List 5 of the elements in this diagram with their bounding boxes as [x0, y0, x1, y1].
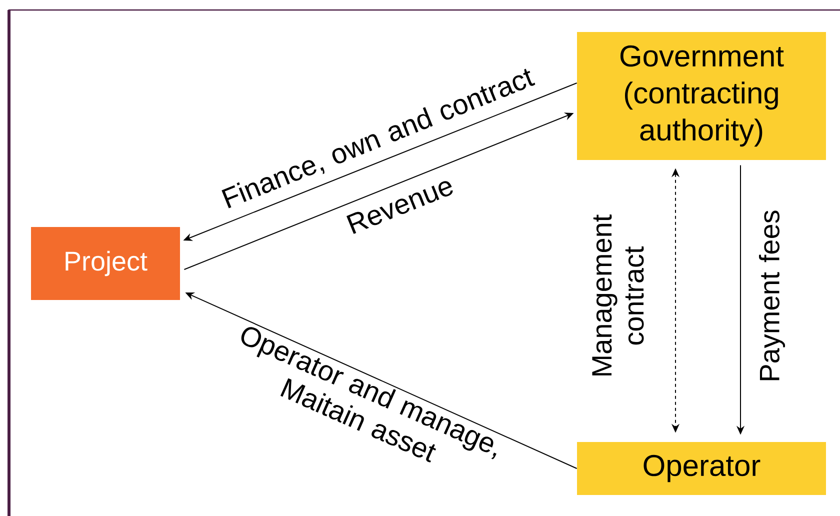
project-box: Project	[31, 227, 180, 300]
government-box: Government (contracting authority)	[577, 32, 826, 160]
edge-label: Management contract	[592, 214, 644, 376]
operator-box: Operator	[577, 442, 826, 495]
edge-label: Payment fees	[758, 210, 786, 380]
